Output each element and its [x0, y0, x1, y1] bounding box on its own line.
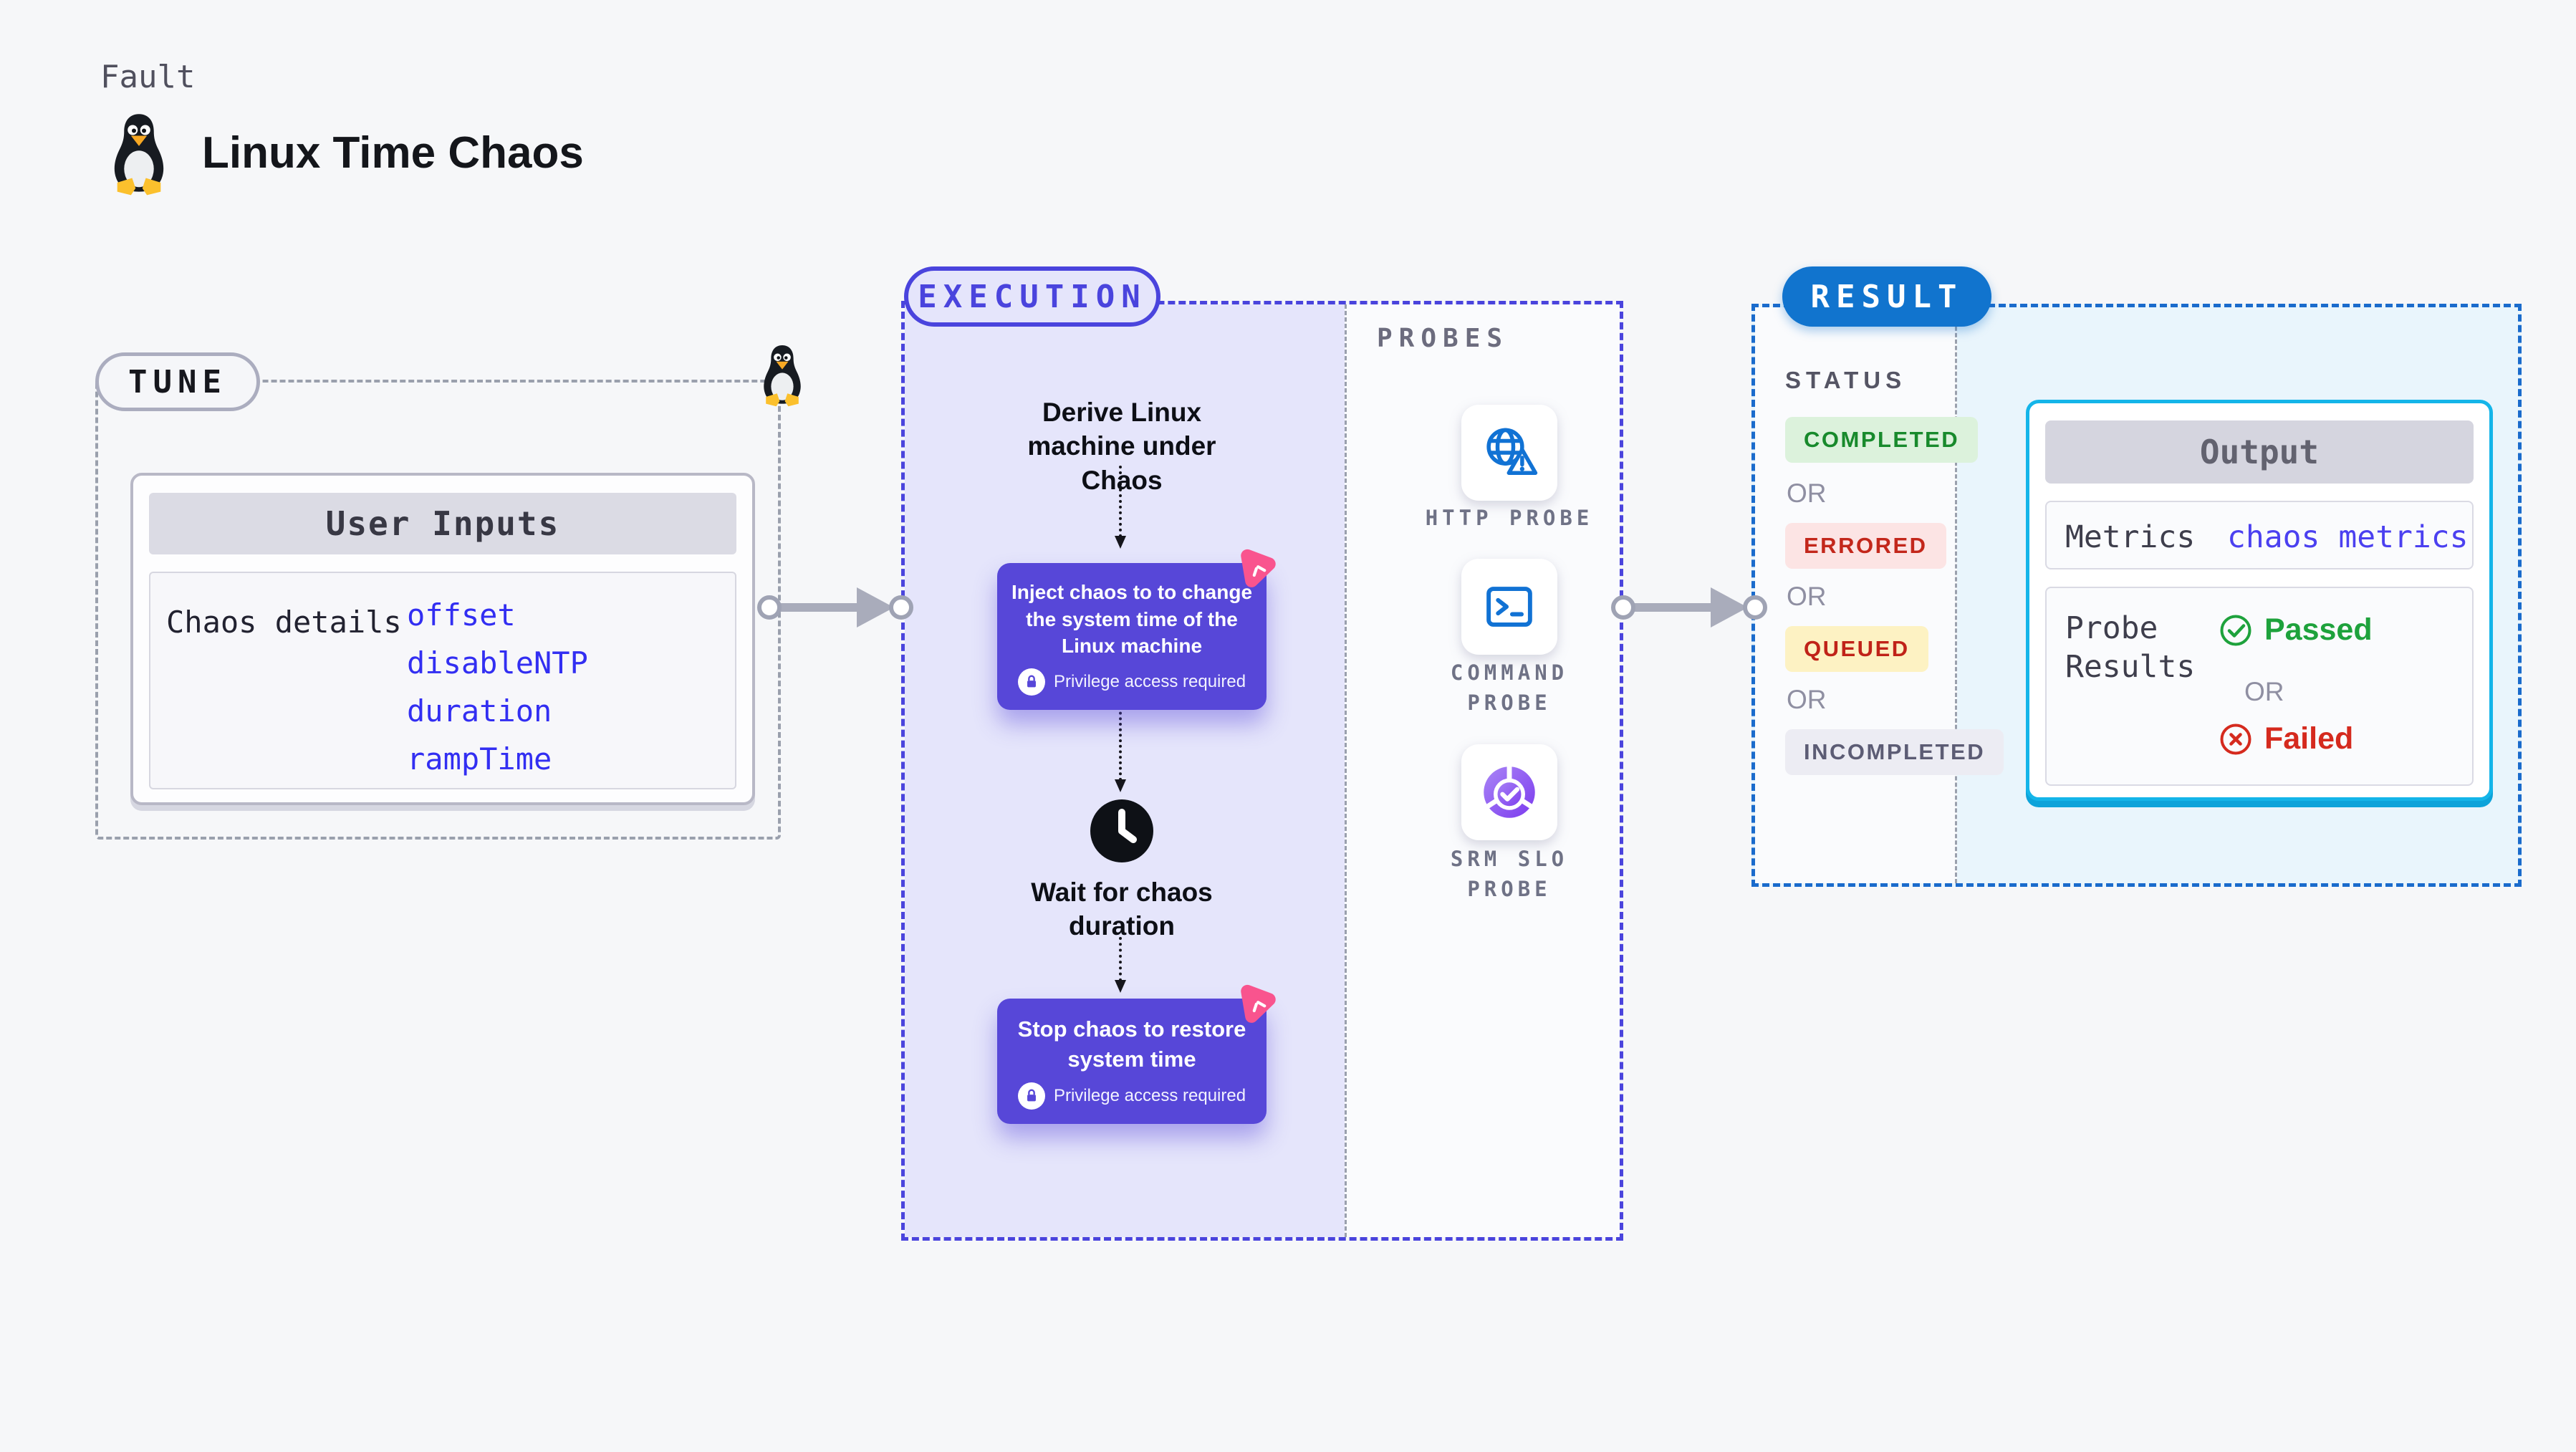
- fault-kicker: Fault: [100, 59, 196, 95]
- inject-chaos-text: Inject chaos to to change the system tim…: [1011, 581, 1253, 658]
- tune-pill: TUNE: [95, 352, 260, 411]
- chaos-details-label: Chaos details: [166, 605, 402, 640]
- probe-results-row: Probe Results Passed OR Failed: [2045, 587, 2474, 786]
- or-label: OR: [1787, 582, 1827, 611]
- flow-arrow-icon: [1115, 466, 1126, 549]
- status-badge-completed: COMPLETED: [1785, 417, 1979, 463]
- metrics-label: Metrics: [2065, 519, 2196, 555]
- user-inputs-title: User Inputs: [149, 493, 736, 554]
- step-wait-text: Wait for chaos duration: [1031, 878, 1213, 941]
- or-label: OR: [2244, 677, 2284, 706]
- execution-probes-divider: [1345, 304, 1347, 1237]
- privilege-row: Privilege access required: [1010, 668, 1254, 696]
- srm-slo-probe-label: SRM SLO PROBE: [1450, 847, 1569, 902]
- privilege-text: Privilege access required: [1053, 1086, 1246, 1106]
- connector-end-dot: [889, 595, 913, 620]
- step-derive-text: Derive Linux machine under Chaos: [1027, 398, 1216, 495]
- x-circle-icon: [2220, 723, 2251, 754]
- connector-arrowhead-icon: [1711, 587, 1748, 628]
- chaos-fault-icon: [1241, 984, 1276, 1023]
- metrics-value: chaos metrics: [2227, 519, 2469, 555]
- privilege-text: Privilege access required: [1053, 671, 1246, 691]
- param-duration: duration: [407, 693, 552, 729]
- connector-start-dot: [757, 595, 782, 620]
- lock-icon: [1017, 1082, 1045, 1110]
- metrics-row: Metrics chaos metrics: [2045, 501, 2474, 569]
- connector-start-dot: [1611, 595, 1635, 620]
- inject-chaos-node: Inject chaos to to change the system tim…: [997, 549, 1276, 710]
- lock-icon: [1017, 668, 1045, 696]
- probes-heading: PROBES: [1377, 324, 1509, 353]
- passed-verdict: Passed: [2219, 612, 2373, 648]
- user-inputs-body: Chaos details offset disableNTP duration…: [149, 572, 736, 789]
- param-disablentp: disableNTP: [407, 645, 588, 681]
- chaos-details-values: offset disableNTP duration rampTime: [407, 597, 588, 777]
- flow-arrow-icon: [1115, 937, 1126, 993]
- param-offset: offset: [407, 597, 516, 633]
- stop-chaos-node: Stop chaos to restore system time Privil…: [997, 984, 1276, 1125]
- clock-icon: [1090, 799, 1153, 862]
- slo-gauge-icon: [1484, 765, 1535, 818]
- status-heading: STATUS: [1785, 367, 1907, 393]
- connector-end-dot: [1743, 595, 1767, 620]
- terminal-icon: [1486, 587, 1532, 627]
- chaos-fault-icon: [1241, 549, 1276, 587]
- status-badge-incompleted: INCOMPLETED: [1785, 729, 2004, 775]
- check-circle-icon: [2220, 615, 2251, 645]
- command-probe-label: COMMAND PROBE: [1450, 660, 1569, 716]
- result-pill: RESULT: [1782, 266, 1991, 327]
- execution-pill: EXECUTION: [904, 266, 1160, 327]
- http-probe-card: [1461, 405, 1557, 501]
- connector-line: [1633, 603, 1714, 612]
- param-ramptime: rampTime: [407, 741, 552, 777]
- http-probe-label: HTTP PROBE: [1425, 506, 1594, 530]
- output-card: Output Metrics chaos metrics Probe Resul…: [2026, 400, 2493, 801]
- output-title: Output: [2045, 420, 2474, 484]
- tux-penguin-icon: [114, 114, 164, 196]
- status-badge-queued: QUEUED: [1785, 626, 1928, 672]
- or-label: OR: [1787, 685, 1827, 714]
- connector-arrowhead-icon: [857, 587, 894, 628]
- failed-label: Failed: [2264, 721, 2354, 756]
- probe-results-label: Probe Results: [2065, 610, 2196, 685]
- command-probe-card: [1461, 559, 1557, 655]
- flow-arrow-icon: [1115, 706, 1126, 792]
- globe-alert-icon: [1486, 428, 1538, 475]
- tux-penguin-icon-small: [764, 345, 801, 407]
- status-badge-errored: ERRORED: [1785, 523, 1946, 569]
- user-inputs-card: User Inputs Chaos details offset disable…: [130, 473, 755, 805]
- stop-chaos-text: Stop chaos to restore system time: [1017, 1016, 1246, 1072]
- or-label: OR: [1787, 479, 1827, 508]
- page-title: Linux Time Chaos: [202, 128, 584, 178]
- connector-line: [779, 603, 860, 612]
- srm-slo-probe-card: [1461, 744, 1557, 840]
- status-panel: [1755, 307, 1957, 883]
- passed-label: Passed: [2264, 612, 2373, 647]
- failed-verdict: Failed: [2219, 721, 2353, 756]
- privilege-row: Privilege access required: [1010, 1082, 1254, 1110]
